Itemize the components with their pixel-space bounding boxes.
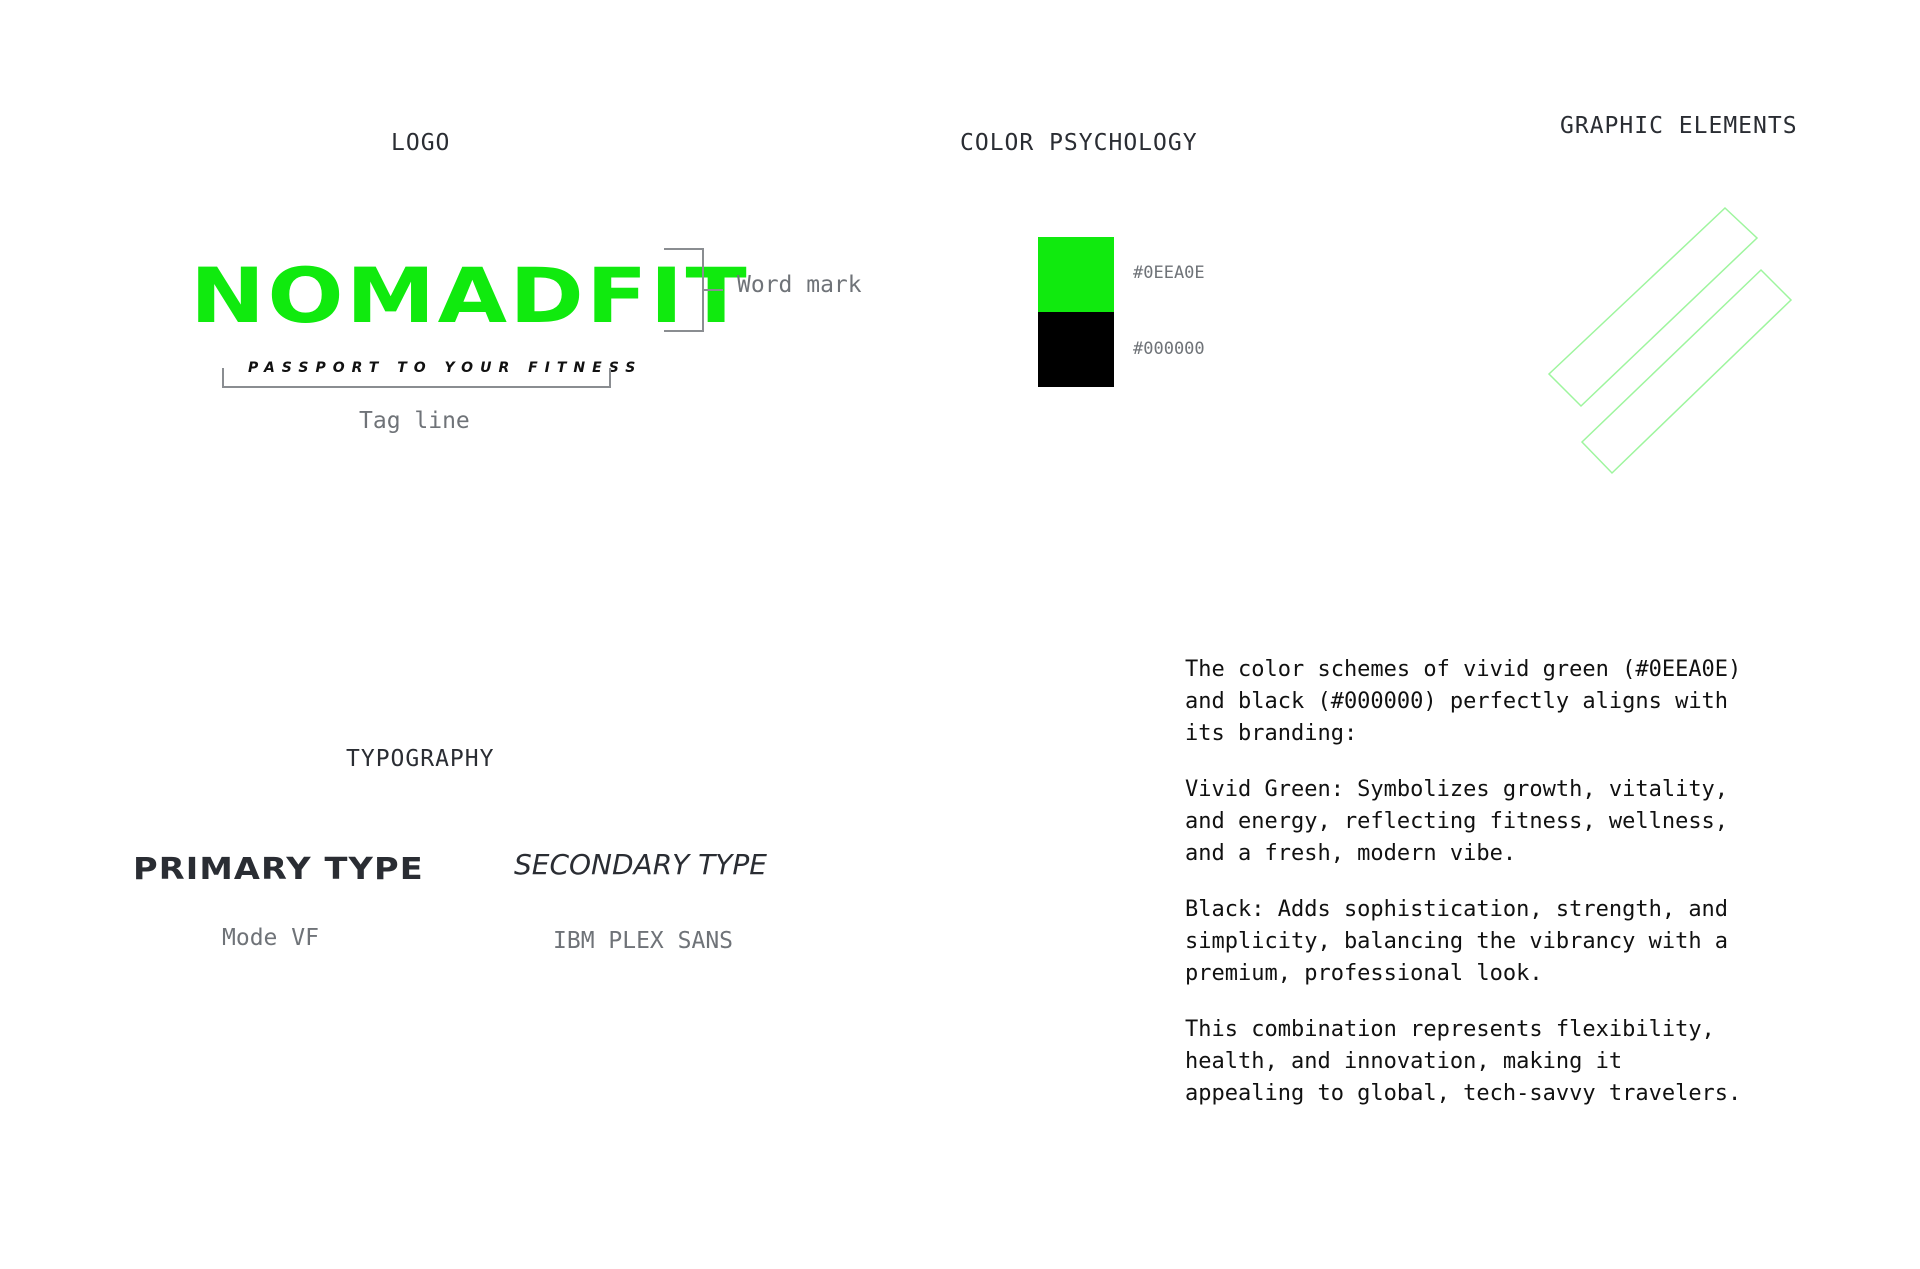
- color-hex-green: #0EEA0E: [1133, 263, 1205, 283]
- tagline-callout: Tag line: [359, 408, 470, 434]
- color-psychology-title: COLOR PSYCHOLOGY: [960, 130, 1198, 156]
- wordmark: NOMADFIT: [190, 251, 750, 340]
- color-hex-black: #000000: [1133, 339, 1205, 359]
- color-swatch-black: [1038, 312, 1114, 387]
- description-paragraph-intro: The color schemes of vivid green (#0EEA0…: [1185, 657, 1742, 746]
- secondary-type-sample: SECONDARY TYPE: [514, 848, 767, 881]
- typography-title: TYPOGRAPHY: [346, 746, 495, 772]
- wordmark-callout: Word mark: [737, 272, 862, 298]
- primary-type-sample: PRIMARY TYPE: [133, 852, 424, 887]
- description-paragraph-black: Black: Adds sophistication, strength, an…: [1185, 897, 1729, 986]
- description-paragraph-green: Vivid Green: Symbolizes growth, vitality…: [1185, 777, 1729, 866]
- color-swatch-green: [1038, 237, 1114, 312]
- wordmark-bracket-tick: [703, 289, 723, 291]
- secondary-type-font-name: IBM PLEX SANS: [553, 928, 734, 954]
- color-description: The color schemes of vivid green (#0EEA0…: [1185, 654, 1825, 1134]
- wordmark-bracket: [664, 248, 704, 332]
- primary-type-font-name: Mode VF: [222, 925, 319, 951]
- description-paragraph-summary: This combination represents flexibility,…: [1185, 1017, 1742, 1106]
- logo-section-title: LOGO: [391, 130, 451, 156]
- graphic-stripe-lower: [1580, 268, 1793, 475]
- tagline: PASSPORT TO YOUR FITNESS: [248, 360, 643, 376]
- graphic-elements-title: GRAPHIC ELEMENTS: [1560, 113, 1798, 139]
- tagline-bracket: [222, 368, 611, 388]
- graphic-elements-shapes: [1547, 206, 1793, 475]
- graphic-stripe-upper: [1547, 206, 1759, 408]
